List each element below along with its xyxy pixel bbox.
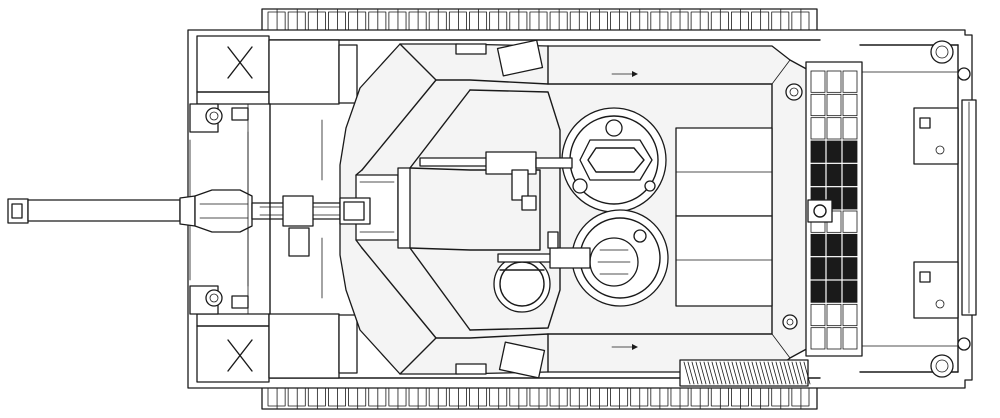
grille-cell: [810, 117, 826, 140]
grille-cell: [826, 303, 842, 327]
mesh-line: [731, 361, 739, 385]
grille-cell: [842, 187, 858, 210]
grille-cell: [810, 233, 826, 257]
engine-deck: [679, 61, 863, 387]
tie-down-rings: [930, 40, 971, 378]
mesh-line: [747, 361, 755, 385]
commander-machine-gun: [419, 151, 573, 211]
grille-cell: [810, 163, 826, 187]
commander-hatch: [561, 107, 667, 213]
grille-cell: [826, 327, 842, 350]
grille-cell: [826, 280, 842, 303]
grille-cell: [842, 280, 858, 303]
mesh-line: [691, 361, 699, 385]
mesh-line: [755, 361, 763, 385]
smoke-launchers: [455, 39, 546, 379]
mesh-line: [695, 361, 703, 385]
mesh-line: [791, 361, 799, 385]
left-front-fender-box: [196, 35, 358, 105]
grille-cell: [842, 233, 858, 257]
grille-cell: [842, 303, 858, 327]
grille-cell: [810, 70, 826, 93]
rear-access-panels: [913, 107, 959, 319]
grille-cell: [826, 70, 842, 93]
mesh-line: [743, 361, 751, 385]
mesh-line: [727, 361, 735, 385]
gunner-sight: [493, 255, 551, 313]
mesh-line: [751, 361, 759, 385]
turret: [339, 43, 813, 375]
grille-cell: [842, 70, 858, 93]
grille-cell: [810, 280, 826, 303]
grille-cell: [826, 140, 842, 163]
coax-mount: [339, 197, 371, 225]
mesh-line: [771, 361, 779, 385]
grille-cell: [810, 303, 826, 327]
loader-machine-gun: [497, 231, 591, 269]
mesh-line: [763, 361, 771, 385]
mesh-line: [799, 361, 807, 385]
front-fittings: [189, 103, 249, 315]
grille-cell: [810, 140, 826, 163]
main-gun: [7, 189, 345, 257]
grille-cell: [842, 327, 858, 350]
mesh-line: [723, 361, 731, 385]
grille-cell: [842, 257, 858, 280]
mesh-line: [735, 361, 743, 385]
mesh-line: [795, 361, 803, 385]
grille-cell: [826, 233, 842, 257]
mesh-line: [779, 361, 787, 385]
mesh-line: [707, 361, 715, 385]
grille-cell: [842, 210, 858, 233]
mesh-line: [787, 361, 795, 385]
grille-cell: [810, 257, 826, 280]
mesh-line: [703, 361, 711, 385]
loader-hatch: [571, 209, 669, 307]
grille-cell: [842, 140, 858, 163]
mesh-line: [783, 361, 791, 385]
mesh-line: [719, 361, 727, 385]
mesh-line: [687, 361, 695, 385]
mesh-line: [699, 361, 707, 385]
mesh-line: [803, 361, 811, 385]
mesh-line: [767, 361, 775, 385]
mesh-line: [739, 361, 747, 385]
mesh-line: [775, 361, 783, 385]
grille-cell: [810, 93, 826, 117]
mesh-line: [759, 361, 767, 385]
grille-cell: [826, 117, 842, 140]
mesh-line: [683, 361, 691, 385]
grille-cell: [842, 93, 858, 117]
grille-cell: [842, 117, 858, 140]
right-front-fender-box: [196, 313, 358, 383]
grille-cell: [826, 163, 842, 187]
grille-cell: [810, 327, 826, 350]
grille-cell: [826, 257, 842, 280]
mesh-line: [711, 361, 719, 385]
grille-cell: [842, 163, 858, 187]
front-glacis: [247, 103, 363, 315]
grille-cell: [826, 93, 842, 117]
mesh-line: [715, 361, 723, 385]
